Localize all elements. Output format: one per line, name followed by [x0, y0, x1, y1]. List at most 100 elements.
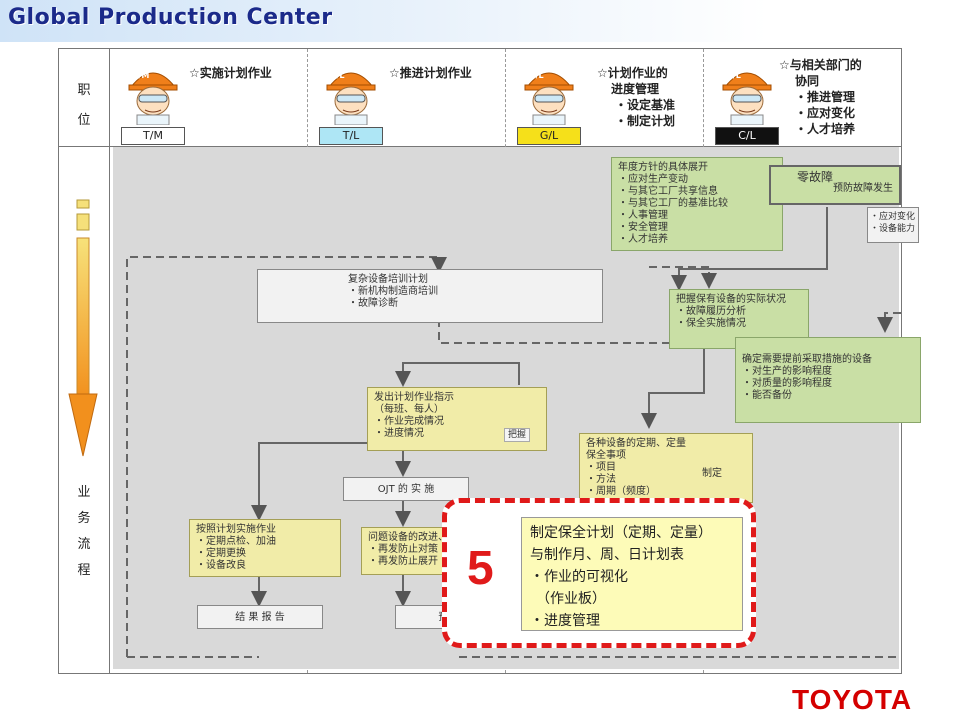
header-banner: Global Production Center	[0, 0, 960, 42]
box-line: ・应对变化	[870, 212, 916, 222]
role-title: ☆推进计划作业	[389, 66, 472, 80]
box-line: 把握保有设备的实际状况	[676, 294, 786, 305]
callout-line: （作业板）	[536, 591, 606, 607]
role-title: ☆实施计划作业	[189, 66, 272, 80]
box-line: 发出计划作业指示	[374, 392, 454, 403]
zero-failure-box: 零故障 预防故障发生	[769, 165, 901, 205]
box-line: ・安全管理	[618, 222, 668, 233]
instruction-box: 发出计划作业指示 （每班、每人） ・作业完成情况 ・进度情况 把握	[367, 387, 547, 451]
role-label-char: 职	[77, 83, 91, 98]
box-line: ・故障履历分析	[676, 306, 746, 317]
role-title: ☆计划作业的	[597, 66, 668, 80]
box-line: ・定期更换	[196, 548, 246, 559]
box-line: ・对质量的影响程度	[742, 378, 832, 389]
box-line: 保全事项	[586, 450, 626, 461]
progress-arrow-icon	[68, 199, 98, 457]
highlight-callout: 5 制定保全计划（定期、定量） 与制作月、周、日计划表 ・作业的可视化 （作业板…	[442, 498, 756, 648]
advance-measures-box: 确定需要提前采取措施的设备 ・对生产的影响程度 ・对质量的影响程度 ・能否备份	[735, 337, 921, 423]
role-gl: G/L G/L ☆计划作业的 进度管理 ・设定基准 ・制定计划	[507, 49, 703, 146]
box-line: 结 果 报 告	[235, 612, 285, 623]
callout-line: ・作业的可视化	[530, 569, 628, 585]
box-line: ・保全实施情况	[676, 318, 746, 329]
role-tm: T/M T/M ☆实施计划作业	[111, 49, 307, 146]
hat-label: T/M	[133, 71, 150, 80]
left-label-column: 职 位 业 务 流 程	[59, 49, 110, 673]
flow-label-char: 务	[77, 511, 91, 526]
box-line: 零故障	[797, 170, 834, 184]
box-line: 各种设备的定期、定量	[586, 438, 686, 449]
box-line: ・对生产的影响程度	[742, 366, 832, 377]
box-line: ・与其它工厂共享信息	[618, 186, 718, 197]
box-line: ・故障诊断	[348, 298, 398, 309]
box-line: ・作业完成情况	[374, 416, 444, 427]
box-line: ・再发防止对策	[368, 544, 438, 555]
box-line: 按照计划实施作业	[196, 524, 276, 535]
worker-avatar-icon	[128, 72, 178, 125]
role-tl: T/L T/L ☆推进计划作业	[309, 49, 505, 146]
flow-frame: 职 位 业 务 流 程 T/M T/M ☆实施计划作业	[58, 48, 921, 674]
box-line: ・能否备份	[742, 390, 792, 401]
hat-label: T/L	[331, 71, 345, 80]
box-line: ・与其它工厂的基准比较	[618, 198, 728, 209]
role-title: ☆与相关部门的	[779, 58, 862, 72]
role-title: 协同	[795, 74, 820, 88]
box-line: 预防故障发生	[833, 183, 893, 194]
callout-line: 与制作月、周、日计划表	[530, 547, 684, 563]
box-line: ・方法	[586, 474, 616, 485]
role-label-char: 位	[77, 113, 91, 128]
box-line: ・新机构制造商培训	[348, 286, 438, 297]
grasp-tag: 把握	[504, 428, 531, 442]
box-line: （每班、每人）	[374, 404, 444, 415]
box-line: ・再发防止展开	[368, 556, 438, 567]
role-badge: C/L	[715, 127, 779, 145]
maintenance-plan-box: 制定保全计划（定期、定量） 与制作月、周、日计划表 ・作业的可视化 （作业板） …	[521, 517, 743, 631]
ojt-box: OJT 的 实 施	[343, 477, 469, 501]
flow-label-char: 程	[77, 563, 91, 578]
step-number: 5	[467, 542, 494, 595]
banner-title: Global Production Center	[8, 5, 333, 30]
result-report-box: 结 果 报 告	[197, 605, 323, 629]
box-line: 确定需要提前采取措施的设备	[742, 354, 872, 365]
hat-label: C/L	[727, 71, 741, 80]
flow-label-char: 流	[77, 537, 91, 552]
maintenance-items-box: 各种设备的定期、定量 保全事项 ・项目 ・方法 ・周期（频度） 制定	[579, 433, 753, 503]
box-line: ・设备改良	[196, 560, 246, 571]
box-line: ・人事管理	[618, 210, 668, 221]
role-badge: T/L	[319, 127, 383, 145]
callout-line: 制定保全计划（定期、定量）	[530, 525, 712, 541]
box-line: ・人才培养	[618, 234, 668, 245]
execute-plan-box: 按照计划实施作业 ・定期点检、加油 ・定期更换 ・设备改良	[189, 519, 341, 577]
box-line: 年度方针的具体展开	[618, 162, 708, 173]
box-line: OJT 的 实 施	[377, 484, 435, 495]
role-title: ・人才培养	[795, 122, 856, 136]
worker-avatar-icon	[326, 72, 376, 125]
training-plan-box: 复杂设备培训计划 ・新机构制造商培训 ・故障诊断	[257, 269, 603, 323]
make-tag: 制定	[702, 468, 722, 479]
flow-label-char: 业	[77, 485, 91, 500]
box-line: ・应对生产变动	[618, 174, 688, 185]
worker-avatar-icon	[524, 72, 574, 125]
box-line: ・设备能力	[870, 224, 916, 234]
role-title: ・应对变化	[795, 106, 856, 120]
role-title: ・推进管理	[795, 90, 856, 104]
hat-label: G/L	[529, 71, 544, 80]
role-cl: C/L C/L ☆与相关部门的 协同 ・推进管理 ・应对变化 ・人才培养	[705, 49, 901, 146]
toyota-logo: TOYOTA	[792, 684, 913, 715]
worker-avatar-icon	[722, 72, 772, 125]
box-line: 复杂设备培训计划	[348, 274, 428, 285]
flow-area: 年度方针的具体展开 ・应对生产变动 ・与其它工厂共享信息 ・与其它工厂的基准比较…	[109, 147, 921, 673]
box-line: ・项目	[586, 462, 616, 473]
role-title: 进度管理	[611, 82, 660, 96]
flow-connectors	[126, 195, 901, 658]
box-line: 问题设备的改进、改良	[368, 532, 468, 543]
role-title: ・设定基准	[615, 98, 676, 112]
role-header-row	[59, 49, 901, 147]
box-line: ・周期（频度）	[586, 486, 656, 497]
annual-policy-box: 年度方针的具体展开 ・应对生产变动 ・与其它工厂共享信息 ・与其它工厂的基准比较…	[611, 157, 783, 251]
role-badge: G/L	[517, 127, 581, 145]
callout-line: ・进度管理	[530, 613, 600, 629]
role-badge: T/M	[121, 127, 185, 145]
role-title: ・制定计划	[615, 114, 676, 128]
respond-change-box: ・应对变化 ・设备能力	[867, 207, 919, 243]
box-line: ・进度情况	[374, 428, 424, 439]
